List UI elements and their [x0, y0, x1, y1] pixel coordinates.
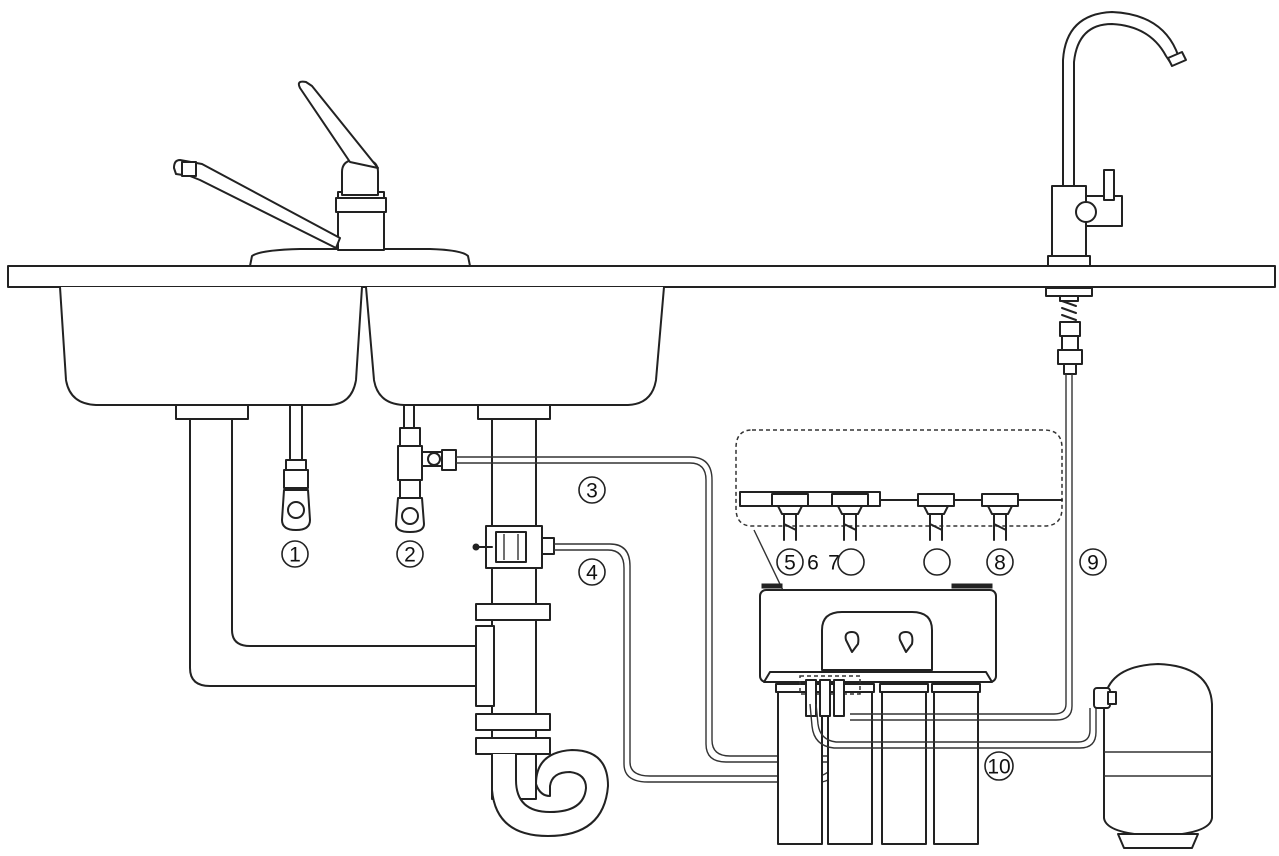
callout-blank — [923, 548, 951, 576]
hot-supply-valve — [281, 405, 311, 531]
callout-4: 4 — [578, 558, 606, 586]
callout-7: 7 — [828, 548, 865, 576]
drain-pipe-main — [475, 418, 609, 837]
callout-5: 5 — [776, 548, 804, 576]
cold-supply-valve-with-feed-adapter — [395, 405, 457, 533]
callout-3: 3 — [578, 476, 606, 504]
kitchen-faucet — [173, 80, 471, 267]
callout-9-label: 9 — [1087, 552, 1099, 575]
callout-8: 8 — [986, 548, 1014, 576]
callout-8-label: 8 — [994, 552, 1006, 575]
callout-4-label: 4 — [586, 562, 598, 585]
callout-9: 9 — [1079, 548, 1107, 576]
callout-1-label: 1 — [289, 544, 301, 567]
callout-7-label: 7 — [828, 552, 840, 575]
product-water-tube — [850, 374, 1073, 721]
callout-3-label: 3 — [586, 480, 598, 503]
callout-2-label: 2 — [404, 544, 416, 567]
callout-2: 2 — [396, 540, 424, 568]
callout-5-label: 5 — [784, 552, 796, 575]
callout-6: 6 — [807, 552, 819, 575]
sink-basins — [59, 286, 665, 420]
ro-faucet — [1045, 11, 1187, 375]
drain-saddle-clamp — [472, 525, 555, 569]
callout-1: 1 — [281, 540, 309, 568]
ro-filter-unit — [759, 583, 997, 845]
callout-6-label: 6 — [807, 552, 819, 575]
callout-10-label: 10 — [987, 756, 1010, 779]
fitting-detail-inset — [735, 429, 1063, 681]
countertop — [7, 265, 1276, 288]
tank-tube — [809, 703, 1097, 749]
drain-pipe-left — [189, 418, 479, 687]
storage-tank — [1093, 663, 1213, 849]
feed-water-tube — [456, 456, 840, 763]
callout-10: 10 — [984, 751, 1014, 781]
